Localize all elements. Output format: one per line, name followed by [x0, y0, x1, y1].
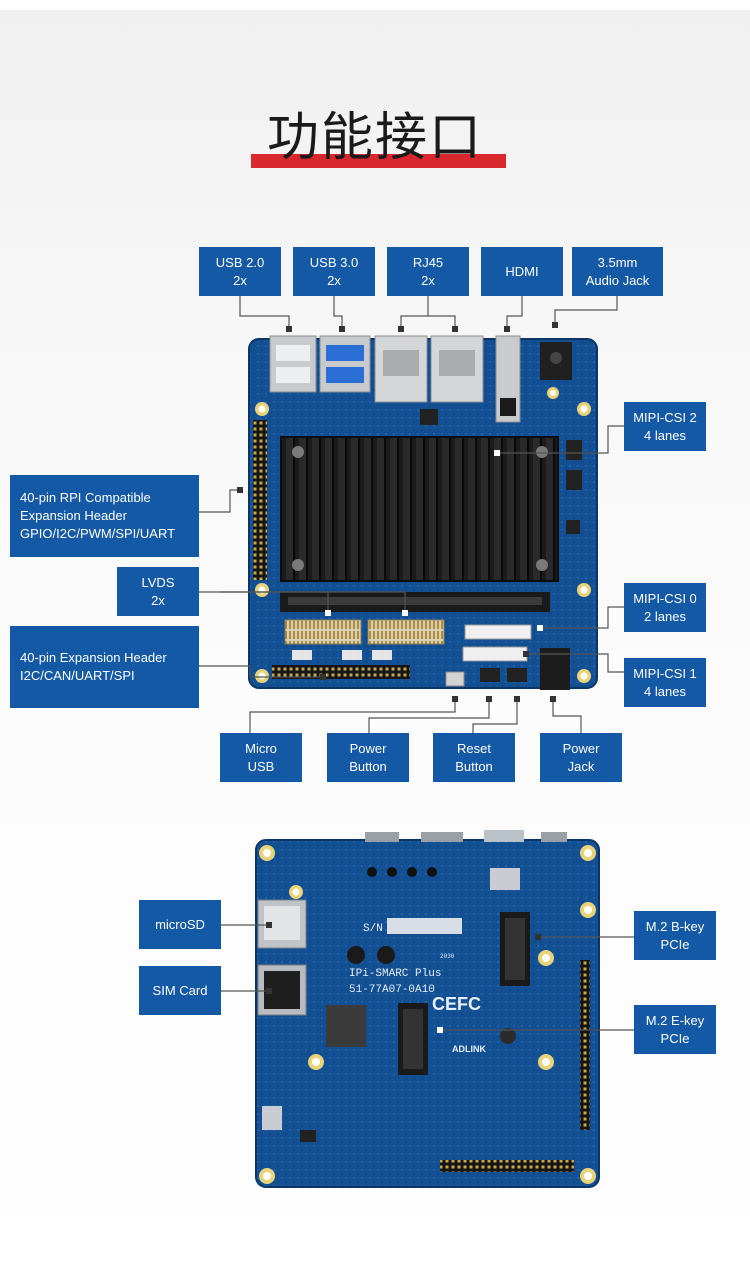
top-board [248, 335, 598, 690]
title-underline [251, 154, 506, 168]
label-m2-b-key: M.2 B-key PCIe [634, 911, 716, 960]
bottom-board [255, 830, 600, 1188]
top-band [0, 0, 750, 10]
label-m2-e-key: M.2 E-key PCIe [634, 1005, 716, 1054]
label-reset-button: Reset Button [433, 733, 515, 782]
model-silk: IPi-SMARC Plus [349, 968, 441, 980]
label-sim-card: SIM Card [139, 966, 221, 1015]
label-micro-usb: Micro USB [220, 733, 302, 782]
sn-silk: S/N [363, 923, 383, 935]
silkscreen: S/N IPi-SMARC Plus 51-77A07-0A10 2030 CE… [349, 923, 486, 1054]
label-usb-2-0: USB 2.0 2x [199, 247, 281, 296]
label-mipi-csi-1: MIPI-CSI 1 4 lanes [624, 658, 706, 707]
label-usb-3-0: USB 3.0 2x [293, 247, 375, 296]
label-mipi-csi-0: MIPI-CSI 0 2 lanes [624, 583, 706, 632]
ce-fc-mark: CEFC [432, 994, 481, 1014]
label-rpi-header: 40-pin RPI Compatible Expansion Header G… [10, 475, 199, 557]
label-40pin-expansion: 40-pin Expansion Header I2C/CAN/UART/SPI [10, 626, 199, 708]
page-title: 功能接口 [266, 108, 483, 168]
label-microsd: microSD [139, 900, 221, 949]
label-hdmi: HDMI [481, 247, 563, 296]
part-silk: 51-77A07-0A10 [349, 984, 435, 996]
adlink-logo-silk: ADLINK [452, 1044, 486, 1054]
label-audio-jack: 3.5mm Audio Jack [572, 247, 663, 296]
label-rj45: RJ45 2x [387, 247, 469, 296]
label-lvds: LVDS 2x [117, 567, 199, 616]
year-silk: 2030 [440, 953, 455, 960]
label-power-button: Power Button [327, 733, 409, 782]
label-power-jack: Power Jack [540, 733, 622, 782]
label-mipi-csi-2: MIPI-CSI 2 4 lanes [624, 402, 706, 451]
